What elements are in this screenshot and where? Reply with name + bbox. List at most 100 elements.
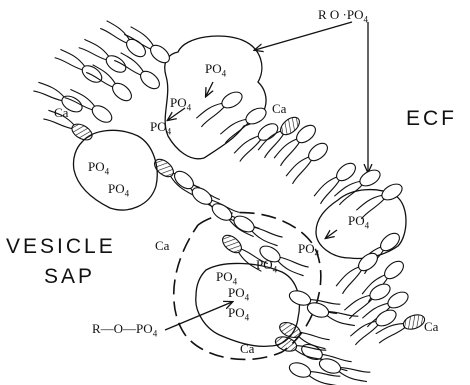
- subscript-4: 4: [105, 167, 110, 177]
- lipid-tail: [313, 175, 337, 196]
- po4-text: PO: [108, 181, 125, 196]
- lipid-tail: [273, 137, 297, 158]
- subscript-4: 4: [365, 221, 370, 231]
- lipid-tail: [349, 319, 376, 336]
- po4-text: PO: [348, 213, 365, 228]
- lipid-head: [287, 360, 312, 380]
- subscript-4: 4: [187, 103, 192, 113]
- lipid-tail: [33, 86, 62, 106]
- lipid-head: [355, 250, 380, 274]
- lipid-tail: [55, 53, 83, 75]
- lipid-tail: [100, 24, 127, 48]
- lipid-tail: [289, 160, 316, 184]
- lipid-tail: [336, 185, 365, 205]
- calcium-bound-head: [401, 312, 426, 332]
- po4-text: PO: [298, 241, 315, 256]
- ca-label: Ca: [155, 239, 169, 252]
- lipid-tail: [84, 38, 110, 57]
- arrow-to-upper-left: [255, 22, 352, 50]
- label-r-o-po4-top: R O ·PO4: [318, 8, 368, 25]
- po4-text: PO: [150, 119, 167, 134]
- lipid-tail: [219, 117, 246, 134]
- phospholipid-molecule: [232, 120, 282, 161]
- phospholipid-molecule: [311, 160, 359, 204]
- subscript-4: 4: [125, 189, 130, 199]
- subscript-4: 4: [273, 265, 278, 275]
- lipid-head: [137, 68, 162, 92]
- lipid-head: [103, 52, 128, 75]
- lipid-tail: [277, 261, 304, 278]
- lipid-head: [171, 168, 196, 192]
- phospholipid-molecule: [283, 140, 331, 184]
- lipid-tail: [107, 19, 131, 40]
- lipid-tail: [60, 48, 86, 67]
- po4-label: PO4: [88, 160, 109, 177]
- po4-text: PO: [228, 285, 245, 300]
- po4-label: PO4: [228, 286, 249, 303]
- lipid-tail: [233, 134, 259, 153]
- lipid-head: [255, 120, 280, 143]
- r-o-po4-top-text: R O ·PO: [318, 7, 364, 22]
- po4-label: PO4: [205, 62, 226, 79]
- po4-label: PO4: [228, 306, 249, 323]
- po4-label: PO4: [256, 258, 277, 275]
- lipid-head: [305, 140, 330, 164]
- po4-text: PO: [256, 257, 273, 272]
- ca-label: Ca: [424, 320, 438, 333]
- ca-label: Ca: [272, 102, 286, 115]
- lipid-tail: [335, 265, 359, 286]
- lipid-tail: [300, 327, 330, 345]
- label-sap: SAP: [44, 266, 95, 287]
- label-r-o-po4-left: R—O—PO4: [92, 322, 157, 339]
- po4-label: PO4: [108, 182, 129, 199]
- lipid-tail: [79, 43, 107, 65]
- lipid-tail: [339, 270, 366, 294]
- lipid-head: [89, 102, 114, 125]
- lipid-tail: [308, 375, 337, 385]
- label-ecf: ECF: [406, 108, 457, 129]
- lipid-tail: [285, 155, 309, 176]
- label-vesicle: VESICLE: [6, 236, 116, 257]
- arrow-po4-right: [326, 230, 337, 238]
- lipid-tail: [352, 325, 381, 345]
- lipid-tail: [254, 222, 283, 242]
- lipid-tail: [338, 371, 367, 383]
- phospholipid-molecule: [194, 89, 245, 127]
- po4-label: PO4: [298, 242, 319, 259]
- lipid-tail: [38, 80, 65, 97]
- lipid-head: [189, 184, 214, 207]
- subscript-4: 4: [167, 127, 172, 137]
- r-o-po4-left-text: R—O—PO: [92, 321, 153, 336]
- calcium-bound-head: [219, 232, 244, 256]
- lipid-tail: [198, 107, 227, 127]
- phospholipid-molecule: [43, 106, 94, 144]
- lipid-tail: [343, 293, 370, 310]
- po4-text: PO: [228, 305, 245, 320]
- lipid-head: [79, 62, 104, 85]
- subscript-4: 4: [245, 293, 250, 303]
- lipid-head: [109, 80, 134, 104]
- ca-label: Ca: [54, 106, 68, 119]
- subscript-4: 4: [153, 329, 158, 339]
- lipid-tail: [236, 139, 264, 161]
- phospholipid-molecule: [189, 183, 239, 224]
- subscript-4: 4: [222, 69, 227, 79]
- po4-text: PO: [88, 159, 105, 174]
- phospholipid-molecule: [55, 46, 105, 87]
- subscript-4: 4: [315, 249, 320, 259]
- po4-label: PO4: [150, 120, 171, 137]
- subscript-4: 4: [364, 15, 369, 25]
- arrow-po4-top-down: [206, 82, 213, 96]
- lipid-head: [381, 258, 406, 282]
- po4-label: PO4: [170, 96, 191, 113]
- po4-label: PO4: [348, 214, 369, 231]
- po4-text: PO: [170, 95, 187, 110]
- lipid-head: [333, 160, 358, 184]
- lipid-head: [147, 42, 172, 66]
- subscript-4: 4: [245, 313, 250, 323]
- po4-text: PO: [216, 269, 233, 284]
- ca-label: Ca: [240, 342, 254, 355]
- lipid-tail: [251, 231, 278, 248]
